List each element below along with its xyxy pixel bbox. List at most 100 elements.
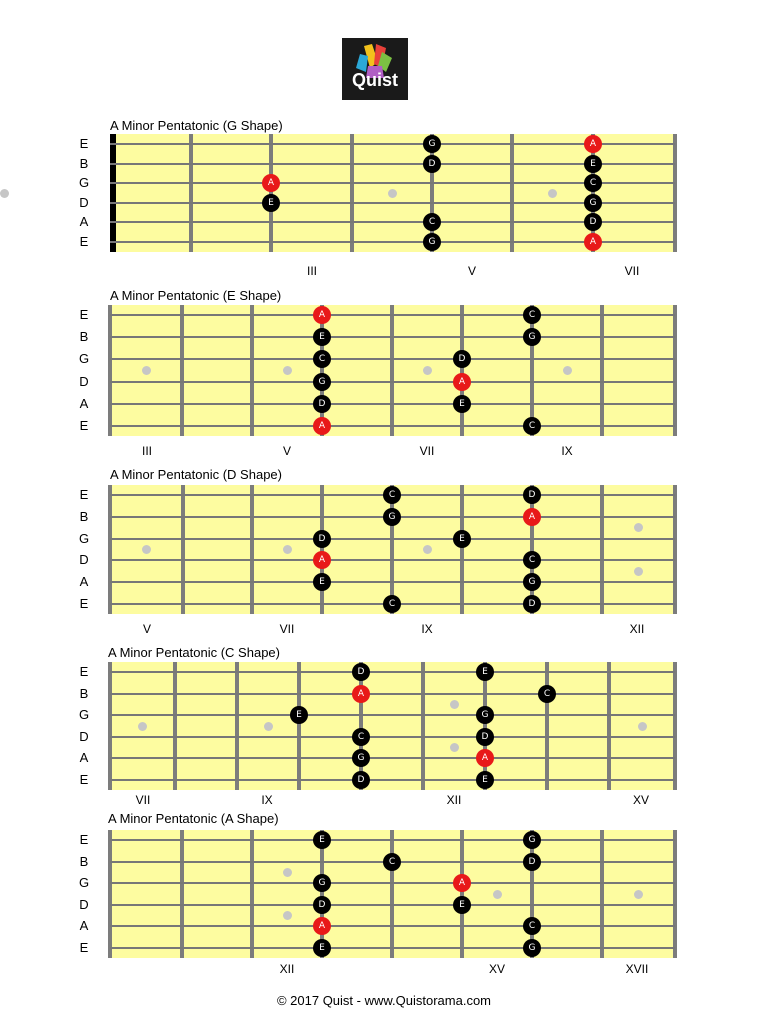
guitar-string: [110, 425, 675, 427]
root-note-dot: A: [584, 135, 602, 153]
fret-number-label: XII: [446, 793, 462, 807]
note-dot: E: [313, 328, 331, 347]
fret-marker-dot: [634, 566, 643, 576]
guitar-string: [110, 380, 675, 383]
note-dot: G: [523, 831, 541, 849]
fret-wire: [320, 485, 324, 614]
note-dot: E: [313, 939, 331, 957]
note-dot: G: [423, 135, 441, 153]
fret-number-label: VII: [419, 444, 435, 458]
root-note-dot: A: [313, 306, 331, 324]
root-note-dot: A: [313, 917, 331, 936]
fret-wire: [108, 305, 112, 436]
fret-marker-dot: [548, 188, 557, 198]
string-label: D: [79, 728, 89, 744]
guitar-string: [110, 336, 675, 339]
note-dot: E: [262, 193, 280, 212]
fret-wire: [390, 305, 394, 436]
string-label: B: [79, 508, 89, 524]
fret-wire: [600, 830, 604, 958]
note-dot: C: [523, 417, 541, 435]
fret-wire: [673, 830, 677, 958]
note-dot: G: [352, 749, 370, 768]
fret-wire: [460, 485, 464, 614]
note-dot: D: [523, 595, 541, 613]
fret-marker-dot: [387, 188, 397, 198]
string-label: A: [79, 750, 89, 766]
fret-wire: [421, 662, 425, 790]
root-note-dot: A: [584, 233, 602, 251]
fret-wire: [180, 305, 184, 436]
fret-number-label: IX: [421, 622, 433, 636]
string-label: E: [79, 832, 89, 847]
root-note-dot: A: [262, 174, 280, 193]
guitar-string: [110, 241, 675, 243]
string-label: G: [78, 530, 90, 546]
string-label: D: [79, 373, 89, 389]
string-label: E: [79, 307, 89, 322]
fret-wire: [320, 305, 324, 436]
note-dot: G: [584, 193, 602, 212]
string-label: A: [79, 395, 89, 411]
note-dot: D: [352, 663, 370, 681]
string-label: G: [78, 707, 90, 723]
string-label: E: [79, 234, 89, 249]
note-dot: G: [383, 507, 401, 526]
string-label: G: [78, 351, 90, 367]
note-dot: E: [453, 895, 471, 914]
string-label: A: [79, 918, 89, 934]
fret-wire: [390, 830, 394, 958]
fret-wire: [108, 662, 112, 790]
fret-wire: [600, 485, 604, 614]
guitar-string: [110, 201, 675, 204]
fret-number-label: V: [467, 264, 476, 278]
fret-marker-dot: [449, 743, 459, 753]
logo-text: Quist: [352, 70, 398, 90]
string-label: B: [79, 329, 89, 345]
note-dot: G: [313, 372, 331, 391]
fret-marker-dot: [282, 366, 292, 375]
fret-wire: [350, 134, 354, 252]
fret-wire: [250, 485, 254, 614]
fret-marker-dot: [449, 699, 459, 709]
note-dot: C: [523, 551, 541, 570]
fret-number-label: VII: [279, 622, 295, 636]
note-dot: G: [523, 573, 541, 592]
fret-wire: [250, 305, 254, 436]
guitar-string: [110, 537, 675, 540]
fret-wire: [600, 305, 604, 436]
fret-wire: [181, 485, 185, 614]
note-dot: C: [523, 917, 541, 936]
note-dot: E: [476, 663, 494, 681]
fret-wire: [673, 485, 677, 614]
guitar-string: [110, 671, 675, 673]
fret-number-label: V: [282, 444, 291, 458]
note-dot: D: [476, 727, 494, 746]
note-dot: G: [523, 939, 541, 957]
note-dot: C: [313, 350, 331, 369]
guitar-string: [110, 947, 675, 949]
diagram-title: A Minor Pentatonic (G Shape): [110, 118, 283, 133]
footer-copyright: © 2017 Quist - www.Quistorama.com: [276, 993, 492, 1008]
fret-marker-dot: [141, 366, 151, 375]
fret-marker-dot: [634, 523, 643, 533]
string-label: B: [79, 853, 89, 869]
note-dot: E: [453, 394, 471, 413]
fret-number-label: XVII: [625, 962, 649, 976]
fret-marker-dot: [282, 545, 292, 554]
fret-wire: [673, 305, 677, 436]
fret-number-label: XV: [632, 793, 649, 807]
quist-logo: Quist: [342, 38, 408, 100]
string-label: D: [79, 552, 89, 568]
note-dot: E: [290, 706, 308, 725]
fret-marker-dot: [637, 721, 647, 731]
string-label: E: [79, 940, 89, 955]
note-dot: C: [523, 306, 541, 324]
note-dot: E: [313, 831, 331, 849]
note-dot: C: [352, 727, 370, 746]
note-dot: C: [383, 486, 401, 504]
note-dot: E: [584, 154, 602, 173]
string-label: E: [79, 136, 89, 151]
note-dot: D: [523, 852, 541, 871]
guitar-string: [110, 182, 675, 185]
